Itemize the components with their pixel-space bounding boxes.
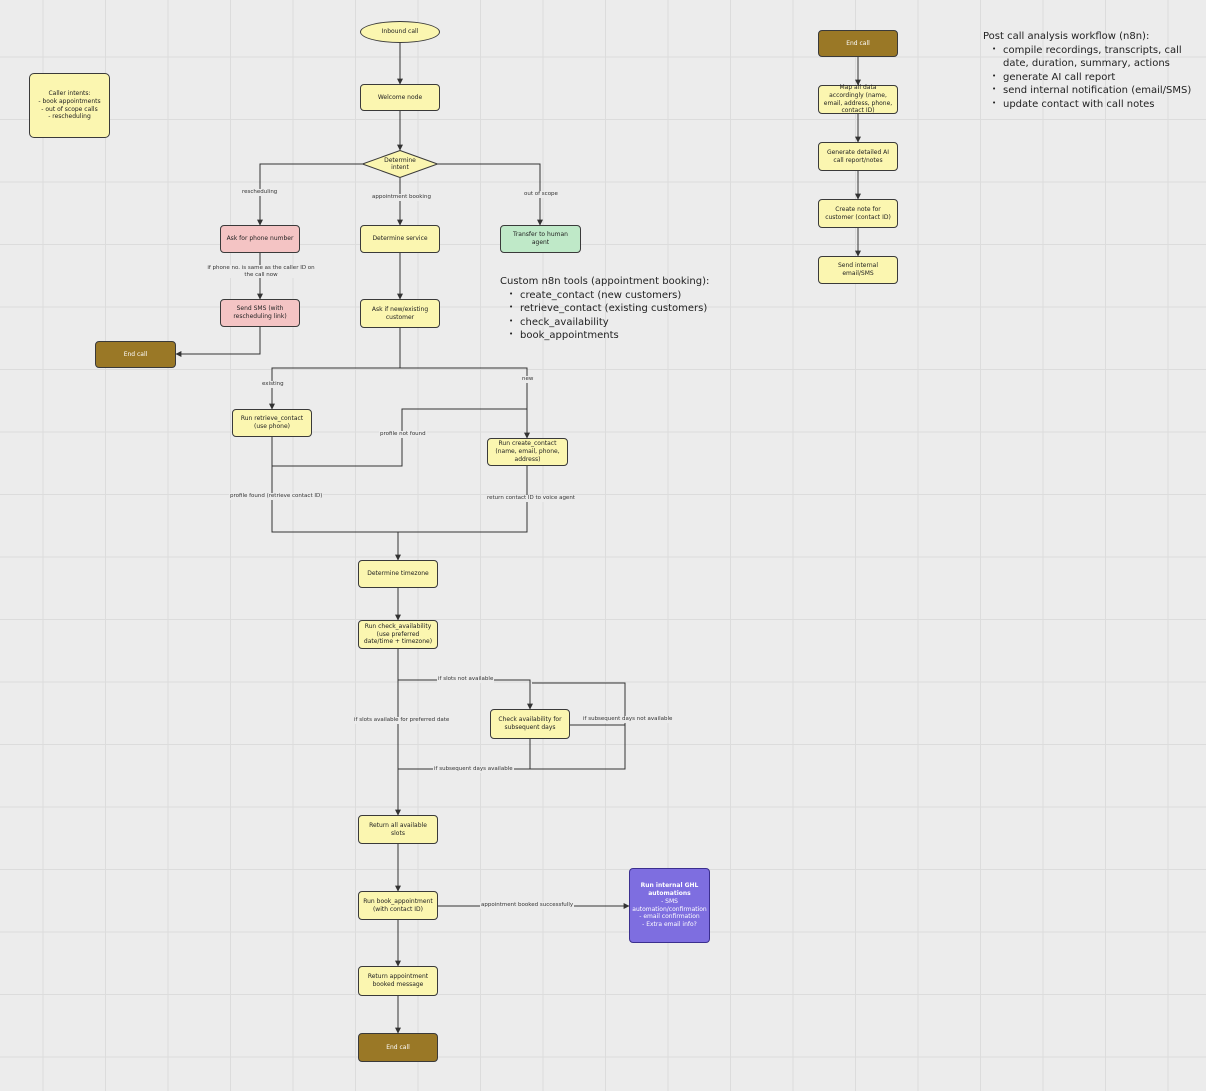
edge-intent-rescheduling	[257, 163, 362, 226]
send-sms-node[interactable]: Send SMS (with rescheduling link)	[220, 299, 300, 327]
post-call-item: compile recordings, transcripts, call da…	[992, 44, 1198, 71]
label-profile-found: profile found (retrieve contact ID)	[229, 493, 324, 500]
custom-tools-annotation: Custom n8n tools (appointment booking): …	[500, 275, 710, 343]
caller-intents-note[interactable]: Caller intents: - book appointments - ou…	[29, 73, 110, 138]
return-slots-node[interactable]: Return all available slots	[358, 815, 438, 844]
edge-ask-new	[400, 367, 530, 439]
label-new: new	[521, 376, 535, 383]
run-retrieve-contact-node[interactable]: Run retrieve_contact (use phone)	[232, 409, 312, 437]
label-slots-available: if slots available for preferred date	[353, 717, 451, 724]
run-check-availability-node[interactable]: Run check_availability (use preferred da…	[358, 620, 438, 649]
custom-tools-title: Custom n8n tools (appointment booking):	[500, 276, 710, 287]
ghl-title: Run internal GHL automations	[640, 882, 699, 897]
post-call-item: generate AI call report	[992, 71, 1198, 85]
label-phone-same: if phone no. is same as the caller ID on…	[203, 265, 319, 279]
ghl-automations-node[interactable]: Run internal GHL automations - SMS autom…	[629, 868, 710, 943]
custom-tool-item: book_appointments	[509, 329, 710, 343]
create-note-node[interactable]: Create note for customer (contact ID)	[818, 199, 898, 228]
edge-subsequent-available	[398, 739, 531, 770]
send-internal-node[interactable]: Send internal email/SMS	[818, 256, 898, 284]
label-return-contact-id: return contact ID to voice agent	[486, 495, 576, 502]
end-call-top-node[interactable]: End call	[818, 30, 898, 57]
custom-tool-item: check_availability	[509, 316, 710, 330]
welcome-node[interactable]: Welcome node	[360, 84, 440, 111]
determine-service-node[interactable]: Determine service	[360, 225, 440, 253]
return-booked-message-node[interactable]: Return appointment booked message	[358, 966, 438, 996]
post-call-annotation: Post call analysis workflow (n8n): compi…	[983, 30, 1198, 111]
transfer-human-node[interactable]: Transfer to human agent	[500, 225, 581, 253]
inbound-call-node[interactable]: Inbound call	[360, 21, 440, 43]
edge-create-merge	[398, 466, 528, 533]
map-data-node[interactable]: Map all data accordingly (name, email, a…	[818, 84, 898, 114]
label-booked-successfully: appointment booked successfully	[480, 902, 575, 909]
determine-timezone-node[interactable]: Determine timezone	[358, 560, 438, 588]
decision-diamond-shape	[362, 150, 438, 178]
custom-tool-item: retrieve_contact (existing customers)	[509, 302, 710, 316]
edge-subsequent-not-available	[532, 682, 626, 726]
edge-sms-endcall	[175, 327, 261, 357]
edge-intent-out-of-scope	[438, 163, 543, 226]
post-call-list: compile recordings, transcripts, call da…	[983, 44, 1198, 112]
label-slots-not-available: if slots not available	[437, 676, 495, 683]
label-subsequent-not-available: if subsequent days not available	[582, 716, 674, 723]
post-call-title: Post call analysis workflow (n8n):	[983, 31, 1150, 42]
run-create-contact-node[interactable]: Run create_contact (name, email, phone, …	[487, 438, 568, 466]
edge-subsequent-not-available-down	[530, 725, 626, 770]
label-out-of-scope: out of scope	[523, 191, 559, 198]
label-rescheduling: rescheduling	[241, 189, 279, 196]
label-existing: existing	[261, 381, 285, 388]
custom-tool-item: create_contact (new customers)	[509, 289, 710, 303]
determine-intent-decision[interactable]: Determine intent	[362, 150, 438, 178]
determine-intent-label: Determine intent	[384, 156, 416, 171]
ask-new-existing-node[interactable]: Ask if new/existing customer	[360, 299, 440, 328]
label-appointment-booking: appointment booking	[371, 194, 432, 201]
check-subsequent-days-node[interactable]: Check availability for subsequent days	[490, 709, 570, 739]
end-call-bottom-node[interactable]: End call	[358, 1033, 438, 1062]
run-book-appointment-node[interactable]: Run book_appointment (with contact ID)	[358, 891, 438, 920]
generate-report-node[interactable]: Generate detailed AI call report/notes	[818, 142, 898, 171]
edge-ask-branch	[269, 328, 401, 410]
ghl-body: - SMS automation/confirmation - email co…	[632, 897, 707, 929]
end-call-left-node[interactable]: End call	[95, 341, 176, 368]
edge-slots-not-available	[398, 679, 533, 710]
post-call-item: update contact with call notes	[992, 98, 1198, 112]
label-subsequent-available: if subsequent days available	[433, 766, 514, 773]
label-profile-not-found: profile not found	[379, 431, 427, 438]
ask-phone-node[interactable]: Ask for phone number	[220, 225, 300, 253]
edge-retrieve-merge	[271, 437, 398, 533]
post-call-item: send internal notification (email/SMS)	[992, 84, 1198, 98]
custom-tools-list: create_contact (new customers) retrieve_…	[500, 289, 710, 343]
